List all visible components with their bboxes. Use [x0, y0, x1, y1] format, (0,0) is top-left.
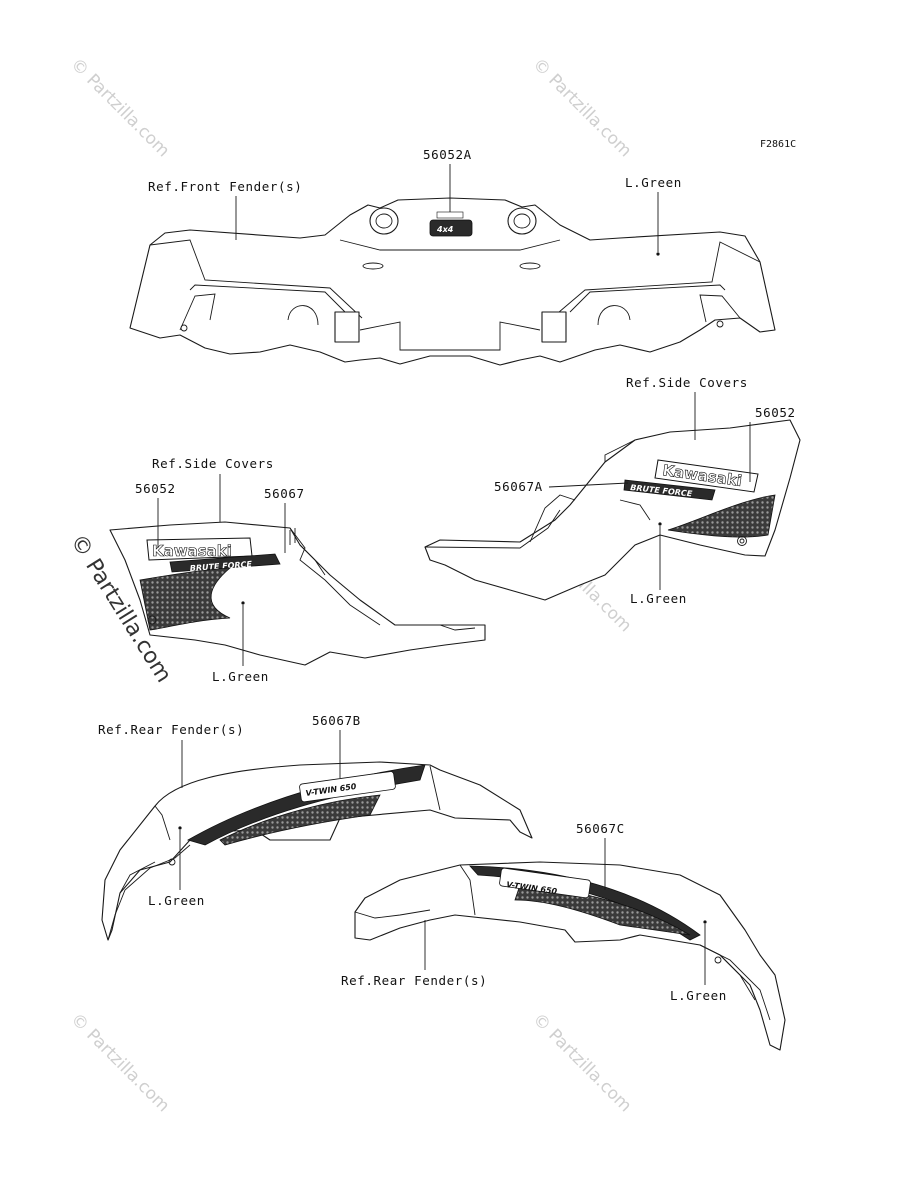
v-twin-decal-left: V-TWIN 650: [186, 764, 426, 846]
front-fender-tab-left: [334, 311, 360, 343]
label-l-green-front: L.Green: [625, 175, 682, 190]
v-twin-decal-right: V-TWIN 650: [469, 865, 701, 941]
label-56052-left: 56052: [135, 481, 176, 496]
mesh-panel-left: [139, 567, 232, 631]
label-l-green-rear-left: L.Green: [148, 893, 205, 908]
label-ref-side-covers-left: Ref.Side Covers: [152, 456, 274, 471]
headlight-left: [369, 207, 399, 235]
label-l-green-side-right: L.Green: [630, 591, 687, 606]
mesh-panel-right: [667, 494, 776, 538]
side-cover-left: Kawasaki BRUTE FORCE: [109, 521, 486, 666]
watermark-top-right: © Partzilla.com: [528, 54, 635, 161]
label-56052a: 56052A: [423, 147, 472, 162]
label-ref-rear-fender-right: Ref.Rear Fender(s): [341, 973, 487, 988]
label-l-green-side-left: L.Green: [212, 669, 269, 684]
watermark-bottom-right: © Partzilla.com: [528, 1009, 635, 1116]
figure-code: F2861C: [760, 139, 796, 150]
headlight-right: [507, 207, 537, 235]
kawasaki-text-left: Kawasaki: [152, 542, 232, 560]
label-ref-rear-fender-left: Ref.Rear Fender(s): [98, 722, 244, 737]
label-56052-right: 56052: [755, 405, 796, 420]
label-56067a: 56067A: [494, 479, 543, 494]
label-ref-front-fender: Ref.Front Fender(s): [148, 179, 302, 194]
label-l-green-rear-right: L.Green: [670, 988, 727, 1003]
label-56067b: 56067B: [312, 713, 361, 728]
brute-force-decal-left: BRUTE FORCE: [169, 553, 281, 573]
front-fender: 4x4: [129, 197, 776, 366]
front-fender-tab-right: [541, 311, 567, 343]
badge-text: 4x4: [436, 225, 454, 234]
kawasaki-decal-left: Kawasaki: [146, 537, 253, 561]
label-56067: 56067: [264, 486, 305, 501]
watermark-bottom-left: © Partzilla.com: [66, 1009, 173, 1116]
rear-fender-right: V-TWIN 650: [354, 861, 786, 1051]
rear-fender-left: V-TWIN 650: [101, 761, 533, 941]
label-56067c: 56067C: [576, 821, 625, 836]
watermark-top-left: © Partzilla.com: [66, 54, 173, 161]
label-ref-side-covers-right: Ref.Side Covers: [626, 375, 748, 390]
brute-force-text-left: BRUTE FORCE: [190, 560, 253, 573]
side-cover-right: Kawasaki BRUTE FORCE: [424, 419, 801, 601]
